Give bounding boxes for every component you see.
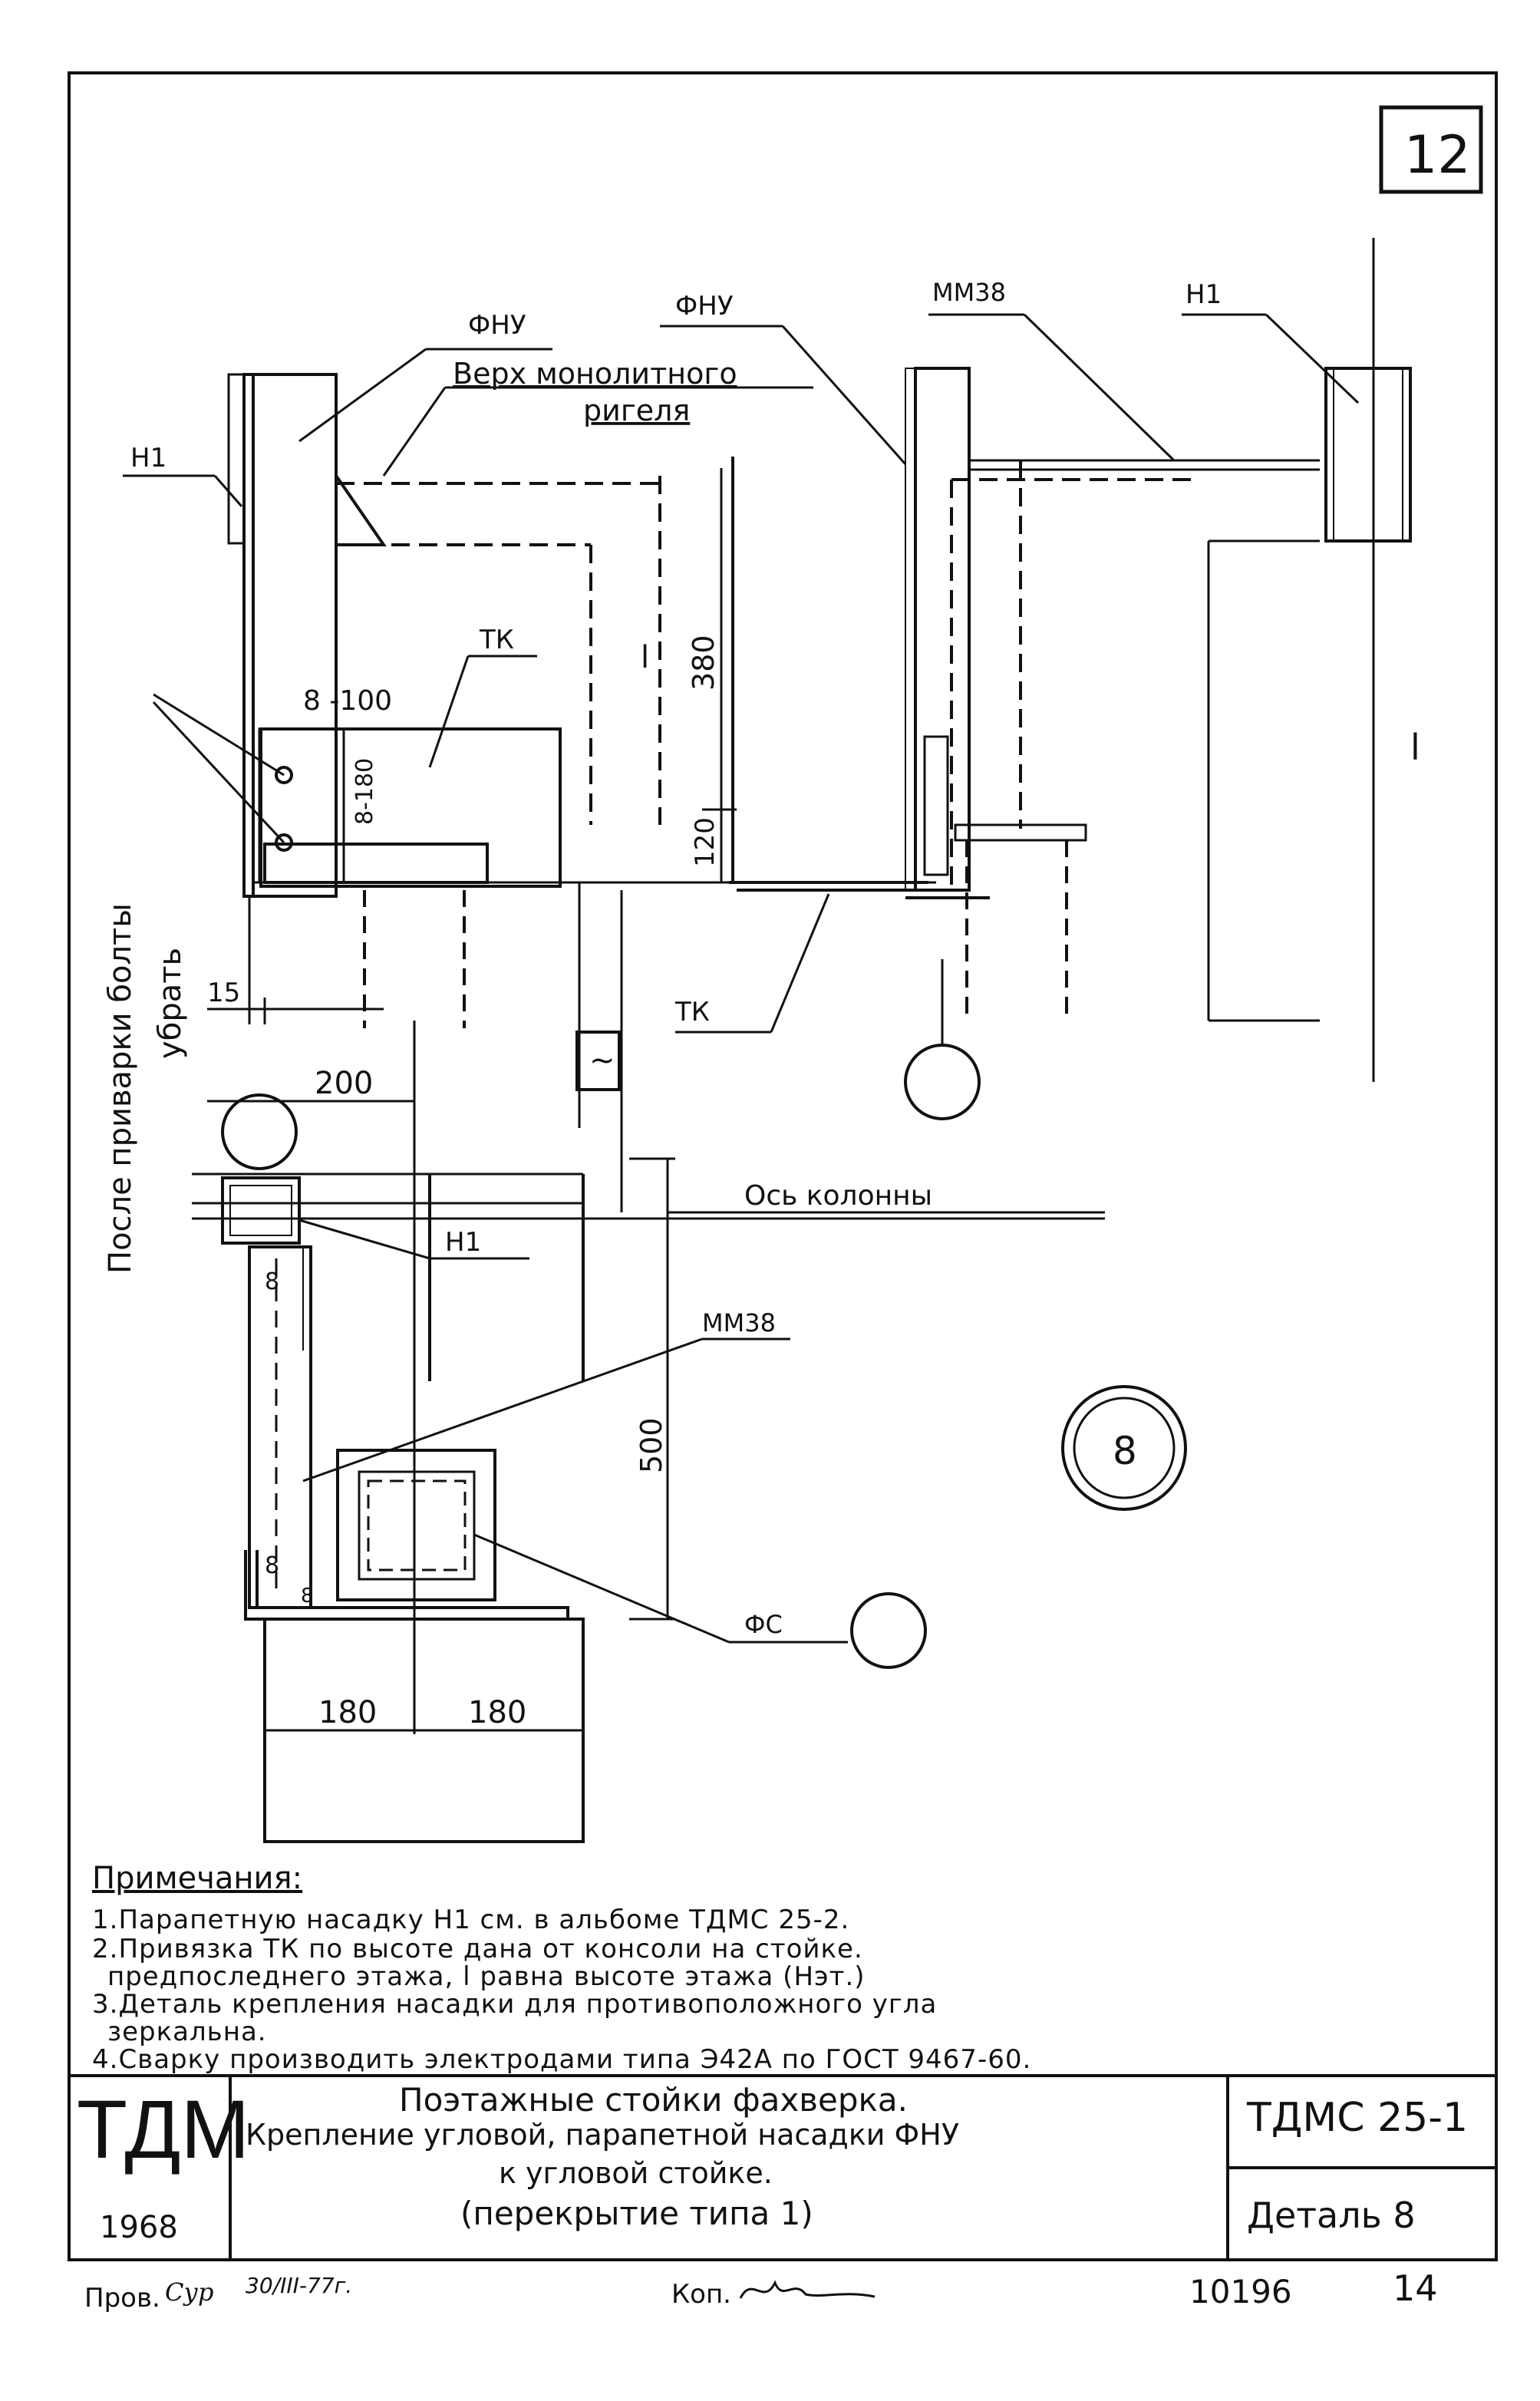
notes-title: Примечания: <box>92 1861 303 1896</box>
label-mm38-top: ММ38 <box>932 278 1006 307</box>
length-mark-l-b: l <box>641 640 649 675</box>
dim-120: 120 <box>690 817 721 867</box>
right-elevation-view <box>1207 238 1412 1082</box>
label-fnu-left: ФНУ <box>468 310 526 341</box>
copied-label: Коп. <box>671 2279 731 2310</box>
dim-500: 500 <box>635 1417 668 1473</box>
label-fnu-right: ФНУ <box>675 291 734 322</box>
weld-8-b: 8 <box>265 1552 279 1579</box>
axis-circle-left <box>221 1093 298 1170</box>
dim-180-right: 180 <box>468 1695 526 1730</box>
detail-label: Деталь 8 <box>1247 2195 1416 2236</box>
detail-mark-inner <box>1073 1397 1176 1499</box>
checked-signature: Сур <box>165 2277 214 2307</box>
dim-380: 380 <box>687 635 721 691</box>
weld-8-c: 8 <box>301 1585 314 1608</box>
title-line: Поэтажные стойки фахверка. <box>399 2081 908 2119</box>
dim-15: 15 <box>207 978 240 1008</box>
page-number: 14 <box>1393 2267 1438 2309</box>
label-h1-right: Н1 <box>1186 279 1222 310</box>
label-h1-left: Н1 <box>130 443 167 473</box>
note-line: 1.Парапетную насадку Н1 см. в альбоме ТД… <box>92 1905 850 1935</box>
dim-180-left: 180 <box>318 1695 377 1730</box>
length-mark-l: l <box>1410 727 1420 768</box>
note-line: предпоследнего этажа, l равна высоте эта… <box>107 1961 866 1992</box>
label-column-axis: Ось колонны <box>744 1180 932 1212</box>
label-tk-right: ТК <box>674 997 710 1027</box>
note-line: 4.Сварку производить электродами типа Э4… <box>92 2044 1032 2075</box>
checked-date: 30/III-77г. <box>246 2273 353 2298</box>
left-elevation-view <box>152 373 936 1734</box>
note-line: 3.Деталь крепления насадки для противопо… <box>92 1989 938 2020</box>
detail-mark-outer <box>1061 1385 1187 1511</box>
middle-elevation-view <box>729 367 1320 1021</box>
axis-circle-lower <box>850 1592 927 1669</box>
label-tk-left: ТК <box>479 625 514 655</box>
detail-mark-number: 8 <box>1113 1429 1137 1473</box>
series-code: ТДМС 25-1 <box>1247 2095 1469 2141</box>
label-mm38-lower: ММ38 <box>702 1308 776 1337</box>
label-girder-1: Верх монолитного <box>453 357 737 391</box>
label-fs: ФС <box>744 1610 783 1639</box>
weld-8-a: 8 <box>265 1268 279 1295</box>
sheet-number-box <box>1379 105 1483 194</box>
sheet-number: 12 <box>1404 125 1471 186</box>
vertical-note-1: После приварки болты <box>103 903 138 1274</box>
inventory-number: 10196 <box>1189 2273 1292 2310</box>
dim-8-100: 8 -100 <box>303 685 392 717</box>
vertical-note-2: убрать <box>153 948 188 1059</box>
axis-circle-middle <box>904 1044 981 1120</box>
note-line: 2.Привязка ТК по высоте дана от консоли … <box>92 1934 863 1964</box>
tilde-mark: ~ <box>589 1043 615 1078</box>
title-line: к угловой стойке. <box>499 2156 773 2190</box>
org-logo: ТДМ <box>77 2083 250 2175</box>
label-h1-lower: Н1 <box>445 1227 481 1258</box>
note-line: зеркальна. <box>107 2017 267 2047</box>
dim-200: 200 <box>315 1066 373 1101</box>
label-girder-2: ригеля <box>583 394 690 427</box>
year: 1968 <box>100 2210 178 2245</box>
title-line: (перекрытие типа 1) <box>460 2195 813 2232</box>
copier-signature <box>739 2280 876 2299</box>
dim-8-180: 8-180 <box>351 758 378 825</box>
sheet-frame <box>68 71 1498 2261</box>
lower-plan-view <box>192 1157 1105 1843</box>
checked-label: Пров. <box>84 2283 160 2314</box>
title-line: Крепление угловой, парапетной насадки ФН… <box>246 2118 959 2152</box>
